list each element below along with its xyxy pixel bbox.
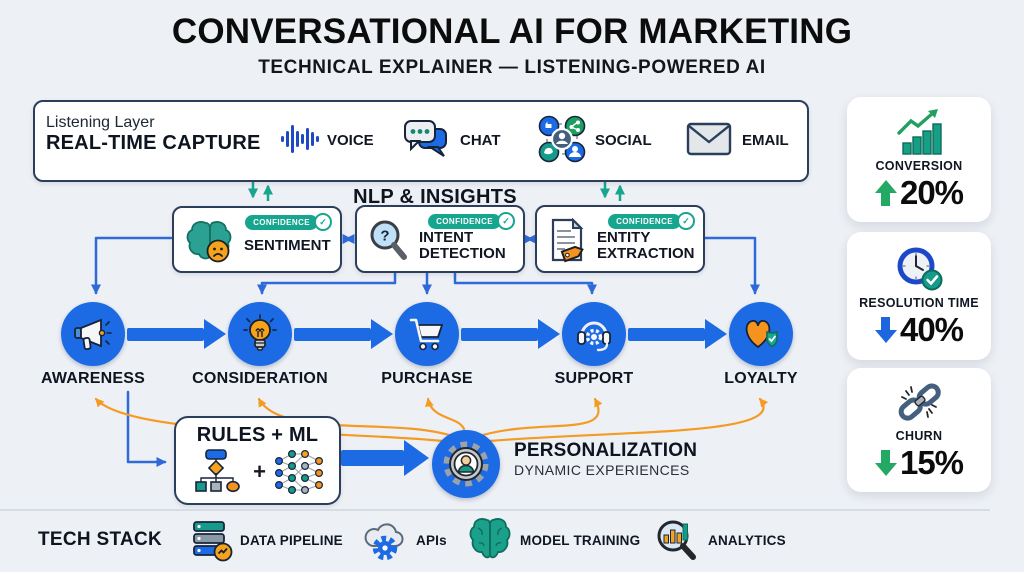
personalization-subtitle: DYNAMIC EXPERIENCES [514,462,690,478]
document-tag-icon [551,217,584,263]
social-network-icon [538,115,586,163]
confidence-badge-label: CONFIDENCE [428,213,501,229]
decision-tree-icon [195,449,240,493]
tech-stack-divider [0,509,990,511]
magnifier-analytics-icon [657,520,696,560]
social-channel-label: SOCIAL [595,132,652,149]
purchase-label: PURCHASE [381,370,473,387]
flow-arrow-purchase-support [461,319,560,349]
clock-check-icon [897,247,943,290]
down-arrow-icon [874,316,897,343]
tech-stack-title: TECH STACK [38,529,163,550]
sentiment-box: CONFIDENCE ✓ SENTIMENT [172,206,342,273]
confidence-badge: CONFIDENCE ✓ [608,212,695,230]
plus-sign: + [253,459,266,484]
teal-capture-arrows [248,182,625,201]
sentiment-label: SENTIMENT [244,237,331,255]
cloud-gear-icon [364,523,404,561]
email-envelope-icon [686,122,732,156]
flow-arrow-consideration-purchase [294,319,393,349]
flow-arrow-support-loyalty [628,319,727,349]
awareness-stage [61,302,125,366]
awareness-label: AWARENESS [40,370,146,387]
nlp-insights-title: NLP & INSIGHTS [353,186,517,208]
entity-extraction-label: ENTITY EXTRACTION [597,228,695,262]
rules-ml-label: RULES + ML [196,424,319,446]
listening-layer-label: Listening Layer [46,114,155,131]
conversion-stat-value: 20% [899,174,964,211]
brain-icon [469,518,511,559]
entity-extraction-box: CONFIDENCE ✓ ENTITY EXTRACTION [535,205,705,273]
flow-arrow-awareness-consideration [127,319,226,349]
page-subtitle: TECHNICAL EXPLAINER — LISTENING-POWERED … [258,57,766,78]
voice-channel-label: VOICE [327,132,374,149]
neural-network-icon [274,449,323,494]
analytics-label: ANALYTICS [708,533,786,548]
gear-person-icon [443,441,489,487]
resolution-time-stat-value: 40% [899,310,964,348]
churn-stat-value: 15% [899,443,964,481]
magnifier-question-icon: ? [370,220,407,260]
check-icon: ✓ [677,212,695,230]
heart-shield-icon [745,319,778,349]
chat-channel-label: CHAT [460,132,501,149]
email-channel-label: EMAIL [742,132,789,149]
model-training-label: MODEL TRAINING [520,533,641,548]
question-mark-glyph: ? [380,228,389,245]
intent-detection-box: CONFIDENCE ✓ ? INTENT DETECTION [355,205,525,273]
realtime-capture-label: REAL-TIME CAPTURE [46,132,261,154]
check-icon: ✓ [497,212,515,230]
page-title: CONVERSATIONAL AI FOR MARKETING [171,12,853,51]
headset-icon [577,321,611,352]
confidence-badge: CONFIDENCE ✓ [245,213,332,231]
conversion-stat-label: CONVERSION [875,159,963,173]
consideration-stage [228,302,292,366]
chat-bubbles-icon [404,120,447,157]
support-stage [562,302,626,366]
consideration-label: CONSIDERATION [192,370,328,387]
data-pipeline-label: DATA PIPELINE [240,533,343,548]
broken-chain-icon [898,382,941,421]
apis-label: APIs [416,533,447,548]
conversion-stat-card: CONVERSION 20% [847,97,991,222]
personalization-title: PERSONALIZATION [514,440,698,461]
support-label: SUPPORT [554,370,634,387]
churn-stat-card: CHURN 15% [847,368,991,492]
churn-stat-label: CHURN [895,428,943,443]
rules-ml-box: RULES + ML + [174,416,341,505]
listening-layer-heading: Listening Layer REAL-TIME CAPTURE [46,114,261,155]
flow-arrow-rules-personalization [341,440,429,476]
bar-chart-growth-icon [897,109,942,155]
up-arrow-icon [874,180,897,206]
confidence-badge-label: CONFIDENCE [608,213,681,229]
personalization-node [432,430,500,498]
resolution-time-stat-card: RESOLUTION TIME 40% [847,232,991,360]
cart-icon [409,318,444,351]
purchase-stage [395,302,459,366]
check-icon: ✓ [314,213,332,231]
server-stack-icon [193,521,233,562]
confidence-badge: CONFIDENCE ✓ [428,212,515,230]
personalization-text: PERSONALIZATION DYNAMIC EXPERIENCES [514,440,697,478]
confidence-badge-label: CONFIDENCE [245,214,318,230]
megaphone-icon [74,318,112,351]
brain-sentiment-icon [186,220,232,262]
intent-detection-label: INTENT DETECTION [419,228,506,262]
voice-waveform-icon [281,125,319,153]
loyalty-label: LOYALTY [724,370,798,387]
resolution-time-stat-label: RESOLUTION TIME [859,295,979,310]
lightbulb-icon [243,314,277,351]
loyalty-stage [729,302,793,366]
down-arrow-icon [874,449,897,476]
